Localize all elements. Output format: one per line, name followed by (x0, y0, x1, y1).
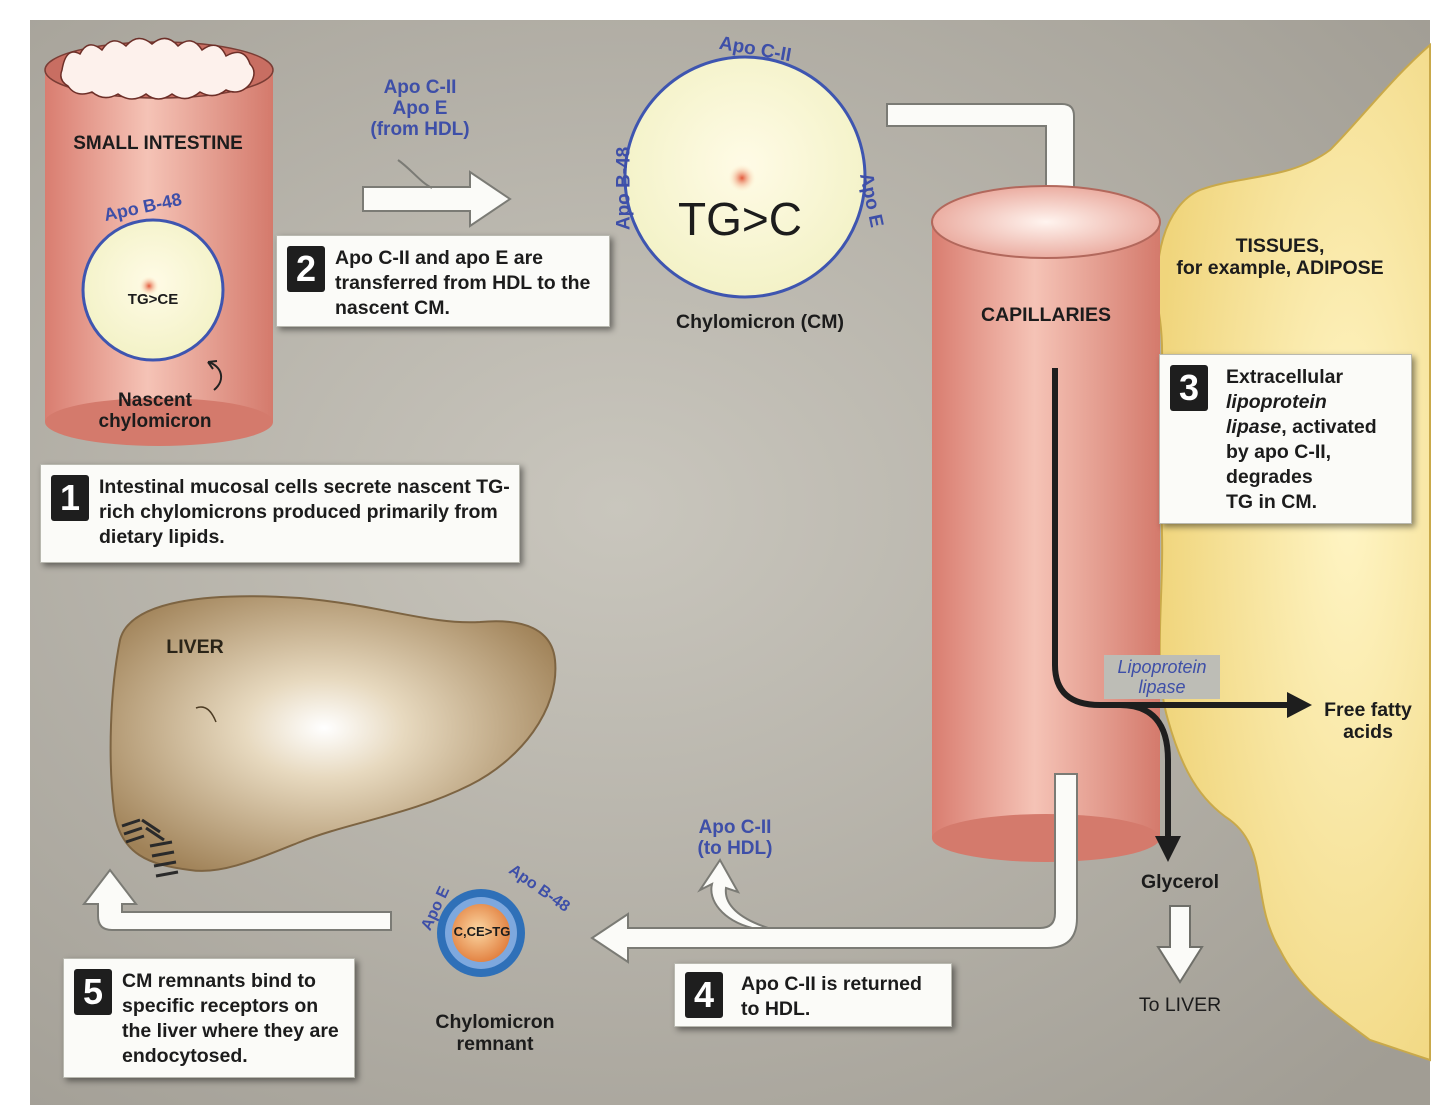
apo-from-hdl-line-3: (from HDL) (370, 118, 470, 140)
chylomicron-cm-label: Chylomicron (CM) (676, 311, 844, 333)
free-fatty-acids-label: Free fatty acids (1308, 699, 1428, 744)
step-1-number: 1 (51, 475, 89, 521)
step-3-line-1: Extracellular (1226, 366, 1344, 388)
apo-to-hdl-line-2: (to HDL) (697, 837, 773, 859)
tissues-line-2: for example, ADIPOSE (1176, 256, 1384, 279)
step-3-line-5: degrades (1226, 465, 1313, 488)
chylomicron-remnant-line-1: Chylomicron (435, 1011, 555, 1033)
step-3-box: 3 Extracellular lipoprotein lipase, acti… (1159, 354, 1412, 524)
step-2-box: 2 Apo C-II and apo E are transferred fro… (276, 235, 610, 327)
apo-from-hdl-line-2: Apo E (392, 97, 448, 119)
cm-core-label: TG>C (678, 193, 802, 245)
step-3-text: Extracellular lipoprotein lipase, activa… (1226, 365, 1403, 515)
chylomicron-remnant-label: Chylomicron remnant (400, 1011, 590, 1056)
step-2-text: Apo C-II and apo E are transferred from … (335, 247, 591, 319)
chylomicron-remnant-line-2: remnant (456, 1032, 534, 1055)
apo-to-hdl-label: Apo C-II (to HDL) (670, 817, 800, 860)
tissues-label: TISSUES, for example, ADIPOSE (1160, 235, 1400, 280)
step-2-number: 2 (287, 246, 325, 292)
step-1-box: 1 Intestinal mucosal cells secrete nasce… (40, 464, 520, 563)
step-3-line-2: lipoprotein (1226, 390, 1403, 415)
step-3-line-4: by apo C-II, (1226, 440, 1332, 463)
step-4-number: 4 (685, 972, 723, 1018)
step-4-box: 4 Apo C-II is returned to HDL. (674, 963, 952, 1027)
glycerol-label: Glycerol (1140, 871, 1220, 893)
step-5-text: CM remnants bind to specific receptors o… (122, 970, 339, 1067)
apo-from-hdl-label: Apo C-II Apo E (from HDL) (350, 77, 490, 141)
free-fatty-acids-line-2: acids (1343, 720, 1393, 743)
free-fatty-acids-line-1: Free fatty (1324, 699, 1412, 721)
step-3-number: 3 (1170, 365, 1208, 411)
lipoprotein-lipase-label: Lipoprotein lipase (1104, 655, 1220, 700)
apo-to-hdl-line-1: Apo C-II (698, 817, 772, 838)
step-5-box: 5 CM remnants bind to specific receptors… (63, 958, 355, 1078)
step-3-line-6: TG in CM. (1226, 490, 1317, 513)
tissues-line-1: TISSUES, (1235, 235, 1325, 257)
step-5-number: 5 (74, 969, 112, 1015)
step-1-text: Intestinal mucosal cells secrete nascent… (99, 476, 510, 548)
step-3-line-3: lipase, activated (1226, 415, 1403, 440)
step-4-text: Apo C-II is returned to HDL. (741, 973, 922, 1020)
to-liver-label: To LIVER (1138, 994, 1222, 1016)
liver-label: LIVER (166, 636, 224, 658)
lipoprotein-lipase-line-1: Lipoprotein (1117, 657, 1207, 677)
step-3-line-2-italic: lipoprotein (1226, 390, 1327, 413)
remnant-core-label: C,CE>TG (453, 924, 511, 939)
step-3-line-3-rest: , activated (1281, 415, 1377, 438)
cm-apo-b48-label: Apo B-48 (613, 146, 635, 231)
step-3-line-3-italic: lipase (1226, 415, 1282, 438)
capillaries-label: CAPILLARIES (980, 304, 1111, 326)
lipoprotein-lipase-line-2: lipase (1138, 677, 1186, 698)
nascent-chylomicron-label: Nascent chylomicron (98, 390, 212, 433)
small-intestine-label: SMALL INTESTINE (73, 133, 243, 154)
tg-ce-nascent-label: TG>CE (127, 291, 179, 308)
apo-from-hdl-line-1: Apo C-II (383, 77, 457, 98)
